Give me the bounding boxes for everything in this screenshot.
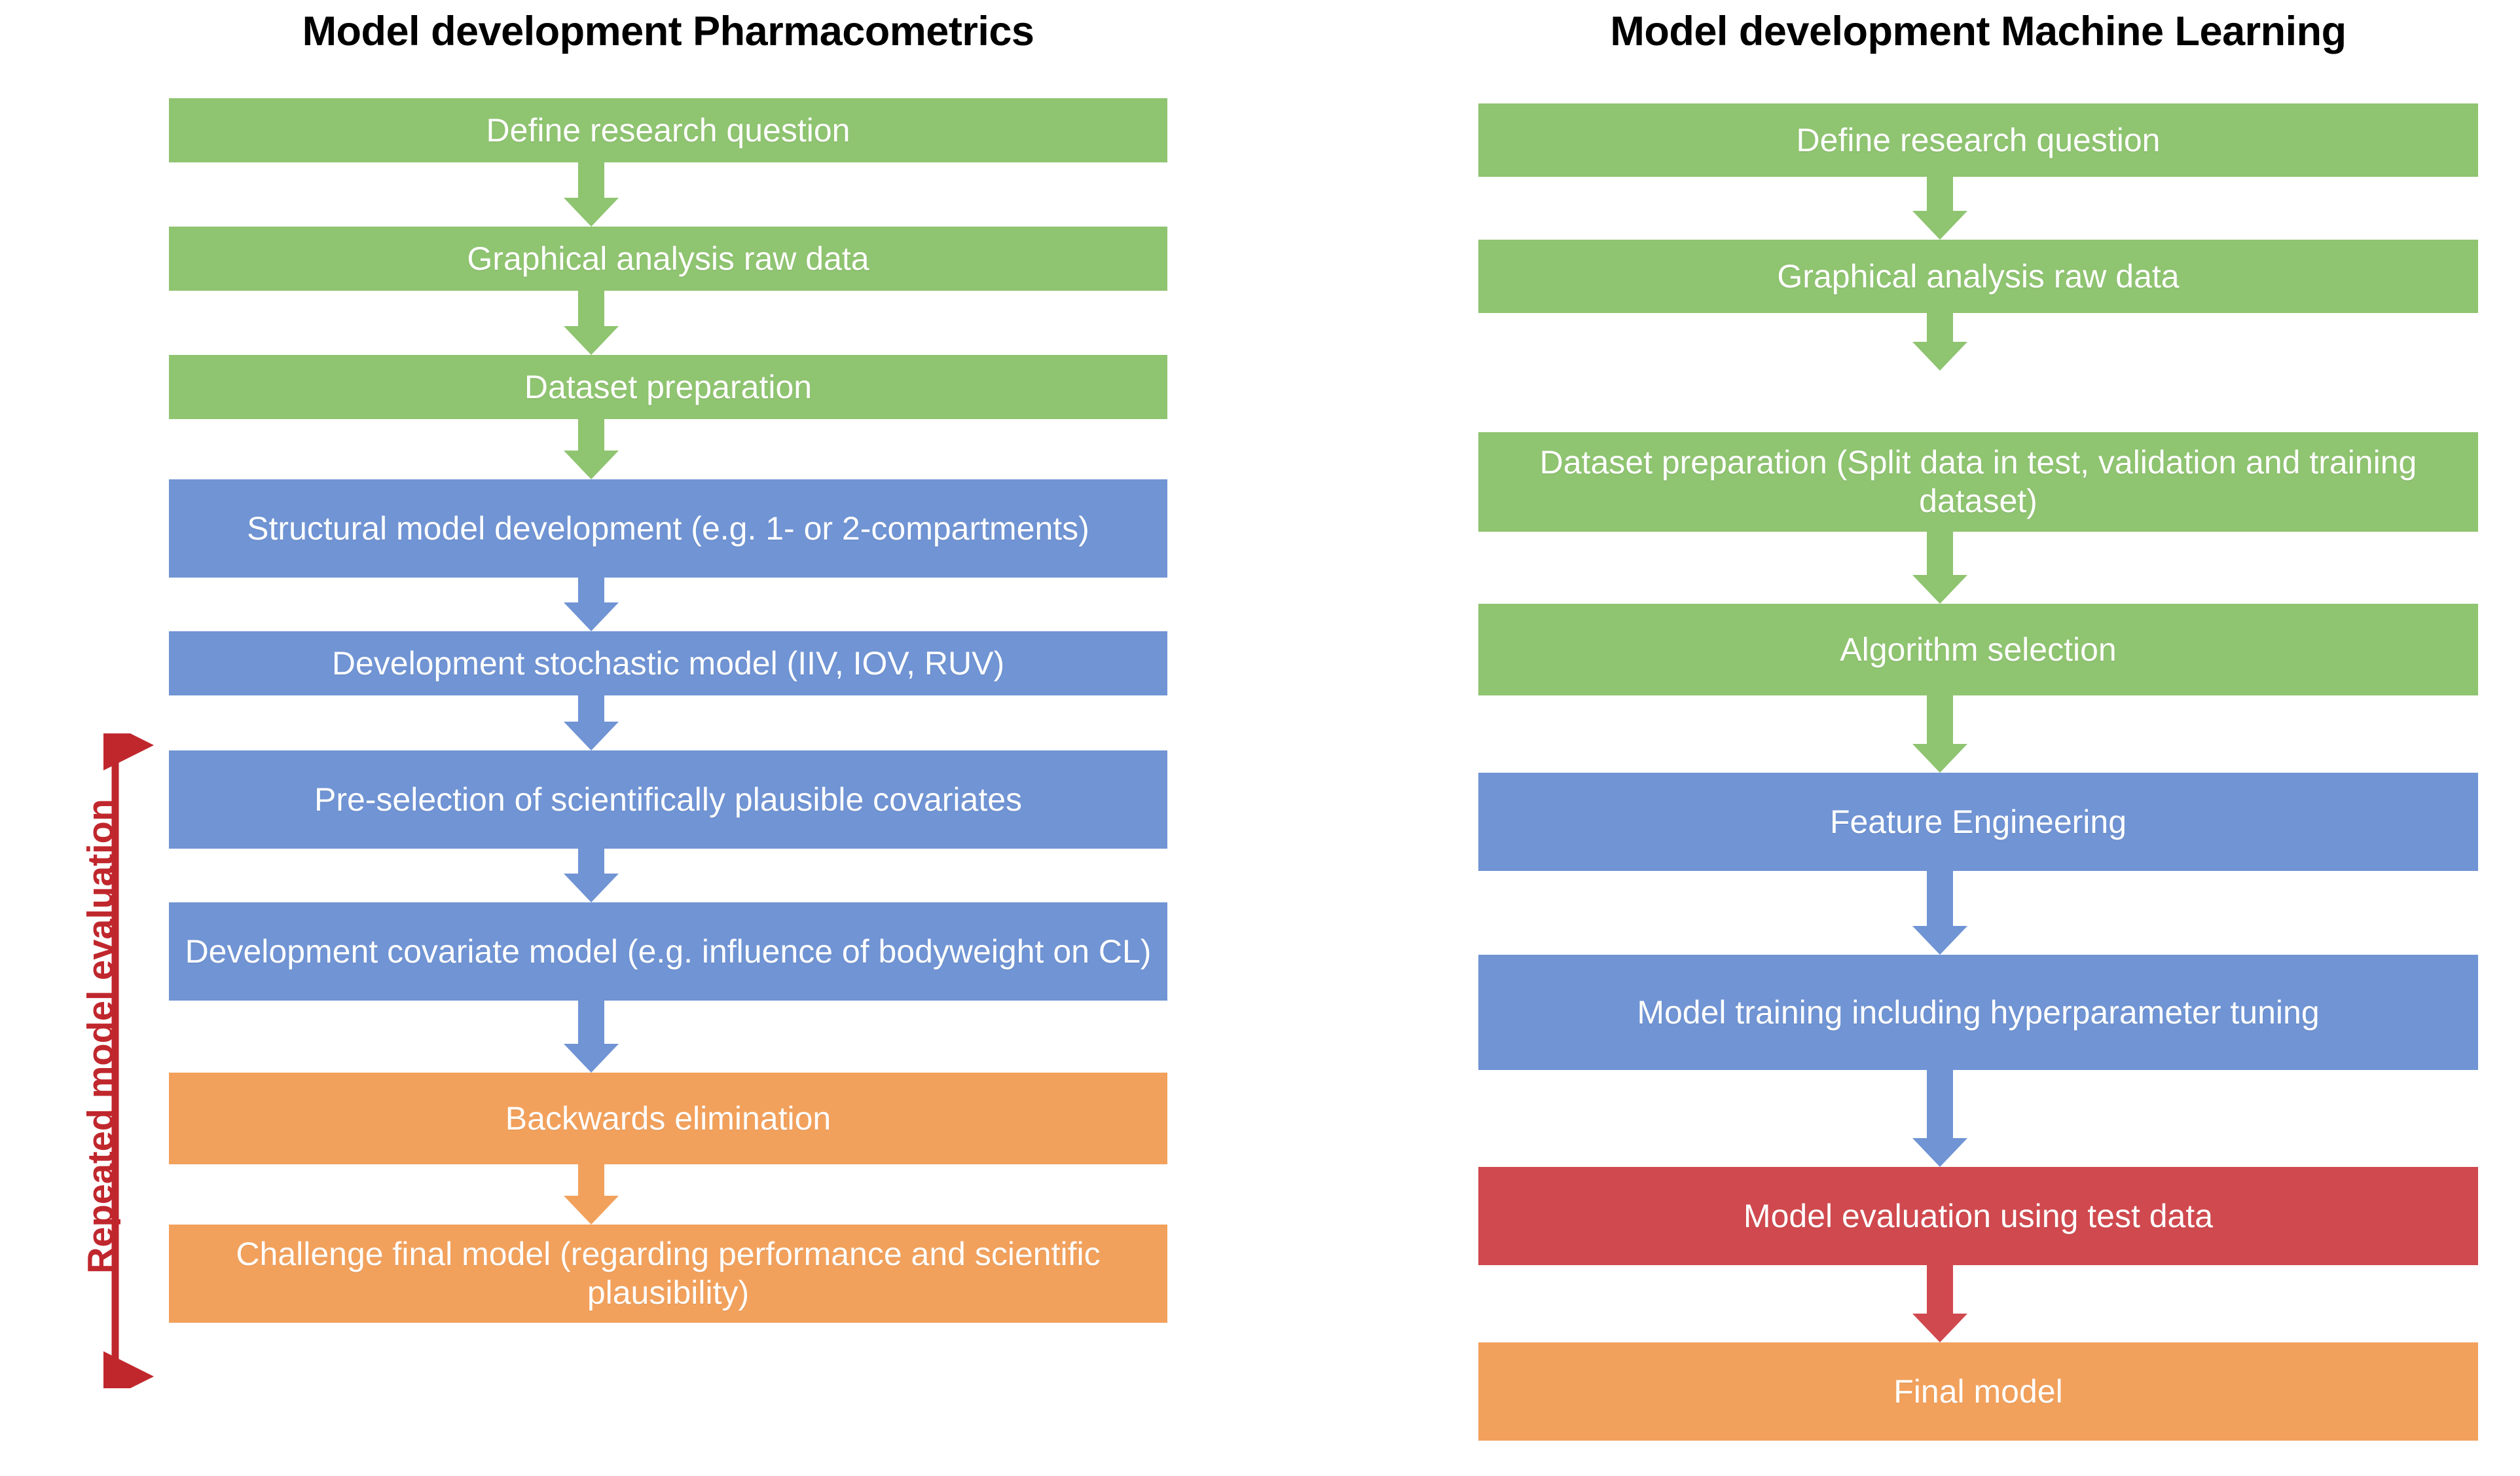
step-box-ml-3[interactable]: Dataset preparation (Split data in test,… <box>1478 432 2478 532</box>
arrow-shaft <box>578 849 604 874</box>
arrow-shaft <box>578 695 604 722</box>
column-machine-learning: Model development Machine Learning Defin… <box>1478 0 2478 1476</box>
step-label: Structural model development (e.g. 1- or… <box>247 509 1089 547</box>
step-box-pmx-2[interactable]: Graphical analysis raw data <box>169 227 1167 291</box>
step-box-pmx-5[interactable]: Development stochastic model (IIV, IOV, … <box>169 631 1167 695</box>
arrow-head <box>1912 744 1967 773</box>
step-label: Development stochastic model (IIV, IOV, … <box>331 644 1005 682</box>
step-label: Dataset preparation (Split data in test,… <box>1539 444 2417 519</box>
step-box-pmx-6[interactable]: Pre-selection of scientifically plausibl… <box>169 750 1167 849</box>
step-box-ml-2[interactable]: Graphical analysis raw data <box>1478 240 2478 313</box>
connector-arrow-pmx-5 <box>562 695 621 750</box>
connector-arrow-pmx-2 <box>562 291 621 355</box>
arrow-head <box>564 1044 619 1073</box>
arrow-head <box>1912 211 1967 240</box>
arrow-shaft <box>1927 177 1953 211</box>
step-label: Backwards elimination <box>505 1099 831 1137</box>
step-label: Graphical analysis raw data <box>467 240 869 277</box>
connector-arrow-ml-7 <box>1910 1265 1969 1342</box>
arrow-head <box>564 1196 619 1225</box>
repeated-model-evaluation-annotation: Repeated model evaluation <box>18 733 169 1388</box>
step-label: Development covariate model (e.g. influe… <box>185 932 1152 970</box>
arrow-shaft <box>1927 313 1953 342</box>
step-box-pmx-9[interactable]: Challenge final model (regarding perform… <box>169 1225 1167 1323</box>
connector-arrow-ml-1 <box>1910 177 1969 240</box>
step-box-ml-1[interactable]: Define research question <box>1478 103 2478 177</box>
arrow-head <box>1912 342 1967 371</box>
connector-arrow-pmx-7 <box>562 1001 621 1073</box>
arrow-shaft <box>1927 871 1953 926</box>
connector-arrow-pmx-1 <box>562 162 621 227</box>
step-label: Challenge final model (regarding perform… <box>236 1236 1101 1311</box>
arrow-head <box>564 198 619 227</box>
connector-arrow-ml-4 <box>1910 695 1969 773</box>
connector-arrow-pmx-6 <box>562 849 621 902</box>
step-label: Algorithm selection <box>1840 631 2117 668</box>
step-box-ml-4[interactable]: Algorithm selection <box>1478 604 2478 695</box>
step-box-pmx-3[interactable]: Dataset preparation <box>169 355 1167 419</box>
step-label: Model evaluation using test data <box>1743 1197 2214 1234</box>
arrow-shaft <box>578 419 604 451</box>
column-title-machine-learning: Model development Machine Learning <box>1610 9 2347 54</box>
arrow-head <box>1912 926 1967 955</box>
connector-arrow-pmx-3 <box>562 419 621 479</box>
step-label: Final model <box>1893 1373 2063 1410</box>
column-title-pharmacometrics: Model development Pharmacometrics <box>302 9 1034 54</box>
arrow-head <box>564 451 619 479</box>
arrow-shaft <box>1927 1265 1953 1314</box>
arrow-shaft <box>578 162 604 198</box>
connector-arrow-ml-3 <box>1910 532 1969 604</box>
arrow-shaft <box>1927 1070 1953 1138</box>
arrow-shaft <box>578 578 604 602</box>
connector-arrow-ml-6 <box>1910 1070 1969 1167</box>
step-box-ml-6[interactable]: Model training including hyperparameter … <box>1478 955 2478 1070</box>
connector-arrow-pmx-8 <box>562 1164 621 1225</box>
arrow-shaft <box>1927 695 1953 744</box>
step-label: Dataset preparation <box>524 368 813 405</box>
arrow-shaft <box>578 291 604 326</box>
step-box-ml-5[interactable]: Feature Engineering <box>1478 773 2478 871</box>
arrow-head <box>564 602 619 631</box>
step-label: Graphical analysis raw data <box>1777 257 2180 295</box>
arrow-head <box>564 874 619 902</box>
step-label: Define research question <box>486 111 850 149</box>
step-box-pmx-8[interactable]: Backwards elimination <box>169 1073 1167 1164</box>
arrow-head <box>1912 1138 1967 1167</box>
arrow-head <box>564 326 619 355</box>
connector-arrow-pmx-4 <box>562 578 621 631</box>
step-box-pmx-7[interactable]: Development covariate model (e.g. influe… <box>169 902 1167 1001</box>
repeated-evaluation-bracket-arrow <box>103 733 154 1388</box>
step-label: Pre-selection of scientifically plausibl… <box>314 781 1023 818</box>
arrow-shaft <box>578 1001 604 1044</box>
arrow-head <box>564 722 619 750</box>
arrow-shaft <box>1927 532 1953 575</box>
column-pharmacometrics: Model development Pharmacometrics Define… <box>169 0 1167 1476</box>
arrow-shaft <box>578 1164 604 1196</box>
arrow-head <box>1912 1314 1967 1342</box>
step-box-ml-8[interactable]: Final model <box>1478 1342 2478 1441</box>
step-label: Feature Engineering <box>1829 803 2127 840</box>
connector-arrow-ml-2 <box>1910 313 1969 371</box>
connector-arrow-ml-5 <box>1910 871 1969 955</box>
step-box-pmx-1[interactable]: Define research question <box>169 98 1167 162</box>
step-label: Model training including hyperparameter … <box>1637 993 2320 1031</box>
step-label: Define research question <box>1796 121 2161 158</box>
step-box-pmx-4[interactable]: Structural model development (e.g. 1- or… <box>169 479 1167 578</box>
step-box-ml-7[interactable]: Model evaluation using test data <box>1478 1167 2478 1265</box>
arrow-head <box>1912 575 1967 604</box>
